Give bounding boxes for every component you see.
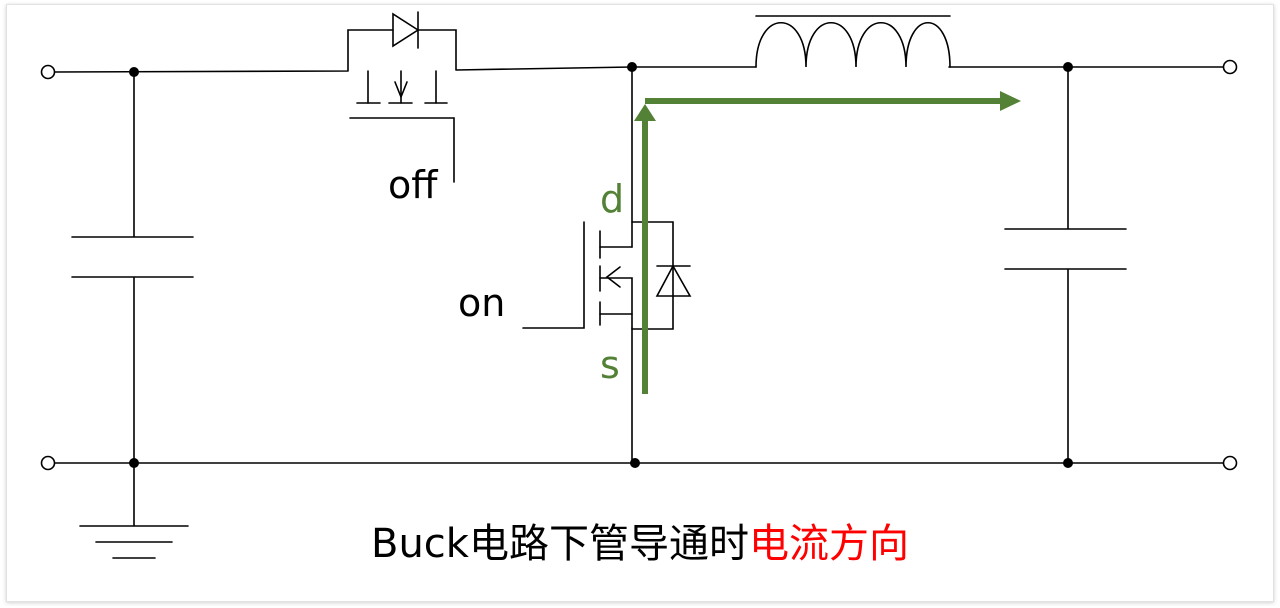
high-side-mosfet: [349, 70, 455, 183]
diagram-caption: Buck电路下管导通时电流方向: [0, 524, 1280, 564]
ground-symbol: [79, 462, 189, 559]
source-label: s: [600, 343, 620, 387]
top-rail-wire: [54, 29, 1224, 73]
output-terminal-top: [1222, 59, 1238, 75]
output-capacitor: [1004, 66, 1127, 464]
junction-dot: [129, 67, 139, 77]
caption-black-text: Buck电路下管导通时: [371, 521, 749, 567]
input-capacitor: [71, 71, 194, 464]
junction-dot: [630, 458, 640, 468]
current-direction-arrow: [634, 91, 1021, 394]
diagram-frame: [6, 4, 1274, 602]
high-side-gate-label: off: [388, 163, 438, 207]
input-terminal-bottom: [40, 455, 56, 471]
input-terminal-top: [40, 64, 56, 80]
low-side-diode: [631, 221, 692, 330]
low-side-gate-label: on: [458, 281, 506, 325]
junction-dot: [129, 458, 139, 468]
junction-dot: [627, 62, 637, 72]
caption-red-text: 电流方向: [748, 521, 909, 567]
low-side-mosfet: [522, 66, 633, 464]
junction-dot: [1063, 62, 1073, 72]
output-terminal-bottom: [1222, 455, 1238, 471]
high-side-diode: [392, 11, 420, 49]
junction-dot: [1063, 458, 1073, 468]
drain-label: d: [600, 177, 625, 221]
inductor: [755, 22, 951, 68]
